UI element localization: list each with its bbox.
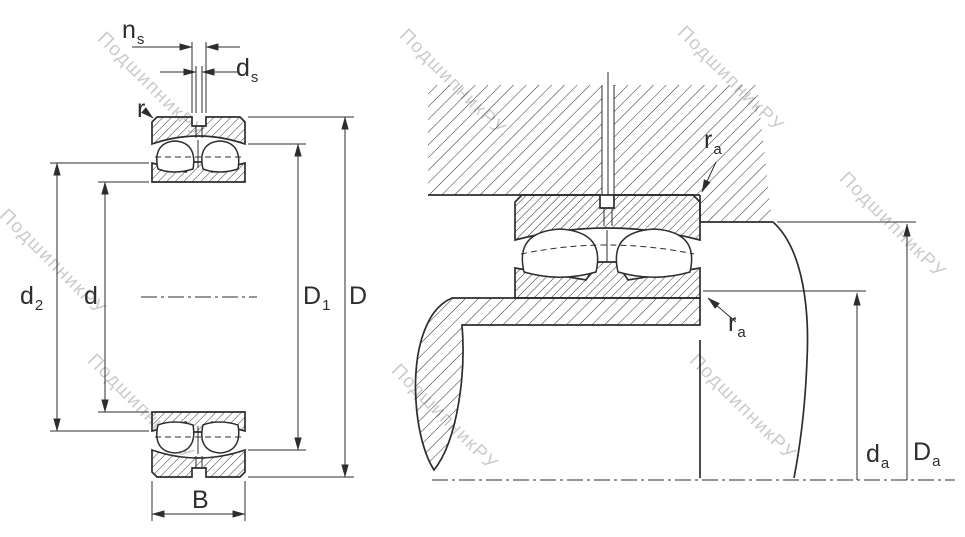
shaft-section: [414, 297, 701, 472]
leader-line-r: [141, 107, 154, 119]
housing-outer-contour: [772, 221, 809, 479]
label-B: B: [192, 486, 209, 514]
outer-ring-bottom-section: [151, 448, 246, 478]
left-view-bearing-section: [50, 42, 354, 521]
leader-line-ra-top: [701, 161, 717, 193]
label-ra-top: ra: [704, 126, 722, 158]
label-ds: ds: [236, 54, 259, 86]
label-ra-bottom: ra: [728, 309, 746, 341]
label-d2: d2: [20, 282, 44, 314]
outer-ring-top-section: [151, 116, 246, 146]
right-view-mounted-section: [414, 72, 955, 481]
label-ns: ns: [122, 16, 145, 48]
label-Da: Da: [913, 438, 941, 470]
roller: [521, 228, 599, 278]
label-D: D: [349, 282, 368, 310]
cage-line: [520, 244, 695, 255]
label-da: da: [866, 440, 890, 472]
label-r: r: [137, 95, 146, 123]
label-D1: D1: [303, 282, 331, 314]
label-d: d: [84, 282, 98, 310]
roller: [615, 228, 693, 278]
leader-line-ra-bottom: [707, 297, 737, 323]
housing-section: [428, 85, 772, 222]
